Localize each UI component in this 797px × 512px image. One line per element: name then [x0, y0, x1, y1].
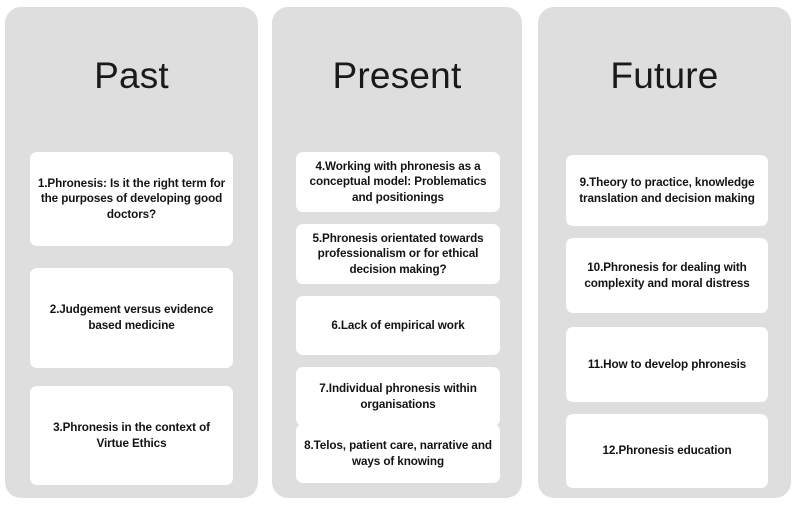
topic-card-label: 9.Theory to practice, knowledge translat… — [579, 175, 755, 205]
topic-card: 2.Judgement versus evidence based medici… — [30, 268, 233, 368]
topic-card: 6.Lack of empirical work — [296, 296, 500, 355]
topic-card-label: 4.Working with phronesis as a conceptual… — [309, 159, 487, 204]
topic-card: 3.Phronesis in the context of Virtue Eth… — [30, 386, 233, 485]
column-title-future: Future — [610, 55, 719, 96]
topic-card-label: 2.Judgement versus evidence based medici… — [49, 303, 214, 332]
topic-card-label: 3.Phronesis in the context of Virtue Eth… — [53, 420, 210, 450]
topic-card-label: 6.Lack of empirical work — [331, 318, 465, 332]
topic-card-label: 1.Phronesis: Is it the right term for th… — [37, 176, 226, 221]
topic-card-label: 10.Phronesis for dealing with complexity… — [584, 260, 750, 290]
column-title-present: Present — [332, 55, 462, 96]
topic-card-label: 8.Telos, patient care, narrative and way… — [304, 438, 492, 468]
topic-card-label: 5.Phronesis orientated towards professio… — [312, 231, 484, 276]
topic-card: 4.Working with phronesis as a conceptual… — [296, 152, 500, 212]
topic-card: 7.Individual phronesis within organisati… — [296, 367, 500, 426]
topic-card: 9.Theory to practice, knowledge translat… — [566, 155, 768, 226]
column-panel-future: Future 9.Theory to practice, knowledge t… — [538, 7, 791, 498]
topic-card: 11.How to develop phronesis — [566, 327, 768, 402]
column-title-past: Past — [94, 55, 169, 96]
column-panel-present: Present 4.Working with phronesis as a co… — [272, 7, 522, 498]
topic-card-label: 11.How to develop phronesis — [587, 357, 747, 371]
topic-card: 5.Phronesis orientated towards professio… — [296, 224, 500, 284]
topic-card: 10.Phronesis for dealing with complexity… — [566, 238, 768, 313]
topic-card: 12.Phronesis education — [566, 414, 768, 488]
topic-card: 8.Telos, patient care, narrative and way… — [296, 424, 500, 483]
topic-card-label: 12.Phronesis education — [602, 444, 732, 458]
topic-card: 1.Phronesis: Is it the right term for th… — [30, 152, 233, 246]
column-panel-past: Past 1.Phronesis: Is it the right term f… — [5, 7, 258, 498]
topic-card-label: 7.Individual phronesis within organisati… — [319, 381, 477, 411]
